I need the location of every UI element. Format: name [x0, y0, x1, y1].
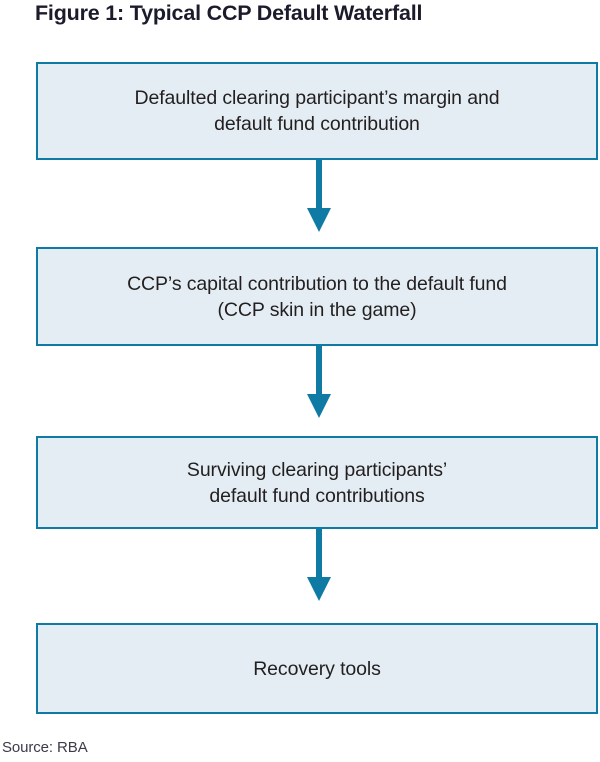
down-arrow-icon: [300, 160, 334, 234]
waterfall-step-3: Surviving clearing participants’ default…: [36, 436, 598, 529]
default-waterfall-diagram: Defaulted clearing participant’s margin …: [36, 62, 598, 714]
down-arrow-icon: [300, 529, 334, 603]
waterfall-step-2: CCP’s capital contribution to the defaul…: [36, 247, 598, 346]
waterfall-step-2-label: CCP’s capital contribution to the defaul…: [127, 272, 507, 321]
waterfall-step-3-label: Surviving clearing participants’ default…: [186, 458, 448, 507]
waterfall-arrow-3: [36, 529, 598, 623]
waterfall-arrow-1: [36, 160, 598, 247]
source-note: Source: RBA: [2, 739, 88, 756]
waterfall-step-4: Recovery tools: [36, 623, 598, 714]
waterfall-step-4-label: Recovery tools: [253, 657, 381, 680]
page-title: Figure 1: Typical CCP Default Waterfall: [35, 1, 423, 25]
waterfall-step-1: Defaulted clearing participant’s margin …: [36, 62, 598, 160]
waterfall-arrow-2: [36, 346, 598, 436]
down-arrow-icon: [300, 346, 334, 420]
waterfall-step-1-label: Defaulted clearing participant’s margin …: [134, 87, 500, 135]
